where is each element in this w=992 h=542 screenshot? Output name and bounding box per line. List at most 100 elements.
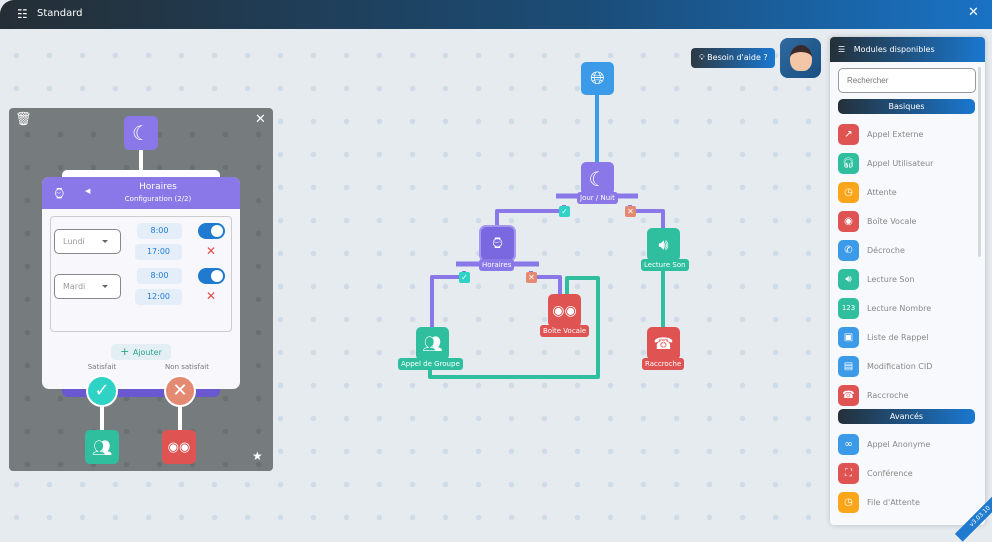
node-editor-panel: 🗑︎ ✕ ☾ ⌚︎ ◀ Horaires Configuration (2/2)… (9, 108, 273, 471)
id-card-icon: ▤ (838, 355, 859, 377)
module-item[interactable]: 🎧︎Appel Utilisateur (838, 152, 975, 174)
help-button[interactable]: 💡︎ Besoin d'aide ? (691, 48, 775, 68)
modules-panel: ☰ Modules disponibles Basiques ↗ Appel Ext… (830, 37, 985, 525)
speaker-icon: 🔊︎ (658, 234, 669, 254)
module-label: Appel Externe (867, 129, 924, 139)
list-icon: ☰ (838, 45, 846, 54)
connector (428, 276, 600, 379)
star-icon[interactable]: ★ (252, 449, 263, 463)
end-time-input[interactable]: 17:00 (135, 244, 182, 260)
module-item[interactable]: ◷Attente (838, 181, 975, 203)
day-select[interactable]: Mardi (54, 274, 121, 299)
check-icon: ✓ (459, 272, 470, 283)
lightbulb-icon: 💡︎ (699, 53, 705, 62)
lecture-son-node[interactable]: 🔊︎ (647, 228, 680, 261)
conference-icon: ⛶ (838, 462, 859, 484)
close-icon[interactable]: ✕ (255, 112, 266, 127)
assistant-avatar[interactable] (780, 38, 821, 78)
globe-node[interactable]: 🌐︎ (581, 62, 614, 95)
sitemap-icon: ☷ (17, 7, 28, 21)
moon-node[interactable]: ☾ (124, 116, 158, 150)
horaires-node[interactable]: ⌚︎ (481, 227, 514, 260)
users-icon: 👥︎ (422, 334, 443, 353)
schedule-list: Lundi 8:00 17:00 ✕ Mardi 8:00 12:00 ✕ (50, 216, 232, 332)
delete-row-icon[interactable]: ✕ (206, 244, 217, 258)
voicemail-icon: ◉◉ (552, 302, 577, 319)
jour-nuit-node[interactable]: ☾ (581, 162, 614, 195)
boite-vocale-node[interactable]: ◉◉ (548, 294, 581, 327)
phone-icon: ✆ (838, 239, 859, 261)
module-item[interactable]: ◉ Boîte Vocale (838, 210, 975, 232)
connector (178, 398, 182, 430)
scrollbar[interactable] (978, 67, 981, 257)
title-bar: ☷ Standard ✕ (0, 0, 992, 29)
end-time-input[interactable]: 12:00 (135, 289, 182, 305)
node-label: Boîte Vocale (540, 325, 590, 337)
module-item[interactable]: ◷File d'Attente (838, 491, 975, 513)
not-satisfied-x-icon[interactable]: ✕ (164, 375, 196, 407)
clock-icon: ◷ (838, 181, 859, 203)
x-icon: ✕ (526, 272, 537, 283)
module-item[interactable]: ↗ Appel Externe (838, 123, 975, 145)
module-item[interactable]: ☎︎Raccroche (838, 384, 975, 406)
module-item[interactable]: ▤Modification CID (838, 355, 975, 377)
section-header: Basiques (838, 99, 975, 114)
boite-vocale-node[interactable]: ◉◉ (162, 430, 196, 464)
module-item[interactable]: ⛶ Conférence (838, 462, 975, 484)
module-label: File d'Attente (867, 497, 920, 507)
start-time-input[interactable]: 8:00 (137, 268, 182, 284)
trash-icon[interactable]: 🗑︎ (15, 112, 32, 127)
avatar-face-icon (789, 45, 812, 71)
card-header: ⌚︎ ◀ Horaires Configuration (2/2) (42, 177, 240, 209)
add-button[interactable]: + Ajouter (111, 344, 171, 360)
appel-groupe-node[interactable]: 👥︎ (416, 327, 449, 360)
moon-icon: ☾ (132, 121, 150, 145)
modules-header: ☰ Modules disponibles (830, 37, 985, 62)
module-label: Lecture Nombre (867, 303, 932, 313)
modules-title: Modules disponibles (853, 45, 935, 54)
close-window-icon[interactable]: ✕ (968, 5, 979, 20)
module-label: Boîte Vocale (867, 216, 917, 226)
module-label: Raccroche (867, 390, 909, 400)
module-label: Conférence (867, 468, 913, 478)
module-item[interactable]: ▣Liste de Rappel (838, 326, 975, 348)
moon-icon: ☾ (588, 166, 607, 191)
back-icon[interactable]: ◀ (85, 187, 91, 195)
card-title: Horaires (139, 182, 177, 192)
plus-icon: + (120, 345, 133, 358)
day-select[interactable]: Lundi (54, 229, 121, 254)
phone-outgoing-icon: ↗ (838, 123, 859, 145)
module-label: Décroche (867, 245, 905, 255)
phonebook-icon: ▣ (838, 326, 859, 348)
node-label: Lecture Son (641, 259, 689, 271)
module-item[interactable]: ✆ Décroche (838, 239, 975, 261)
enable-toggle[interactable] (198, 268, 225, 284)
satisfied-check-icon[interactable]: ✓ (86, 375, 118, 407)
node-label: Horaires (479, 259, 515, 271)
raccroche-node[interactable]: ☎︎ (647, 327, 680, 360)
appel-groupe-node[interactable]: 👥︎ (85, 430, 119, 464)
globe-icon: 🌐︎ (590, 68, 605, 89)
enable-toggle[interactable] (198, 223, 225, 239)
module-search-input[interactable] (838, 68, 976, 93)
connector (495, 205, 566, 227)
satisfied-label: Satisfait (87, 363, 117, 371)
voicemail-icon: ◉ (838, 210, 859, 232)
headset-icon: 🎧︎ (838, 152, 859, 174)
node-label: Appel de Groupe (398, 358, 463, 370)
card-subtitle: Configuration (2/2) (124, 195, 192, 203)
speaker-icon: 🔊︎ (838, 268, 859, 290)
horaires-config-card: ⌚︎ ◀ Horaires Configuration (2/2) Lundi … (42, 177, 240, 389)
module-item[interactable]: 🔊︎Lecture Son (838, 268, 975, 290)
add-button-label: Ajouter (132, 348, 162, 357)
watch-icon: ⌚︎ (52, 185, 68, 203)
node-label: Jour / Nuit (577, 192, 618, 204)
users-icon: 👥︎ (91, 437, 113, 457)
start-time-input[interactable]: 8:00 (137, 223, 182, 239)
check-icon: ✓ (559, 206, 570, 217)
module-item[interactable]: ∞Appel Anonyme (838, 433, 975, 455)
delete-row-icon[interactable]: ✕ (206, 289, 217, 303)
x-icon: ✕ (625, 206, 636, 217)
